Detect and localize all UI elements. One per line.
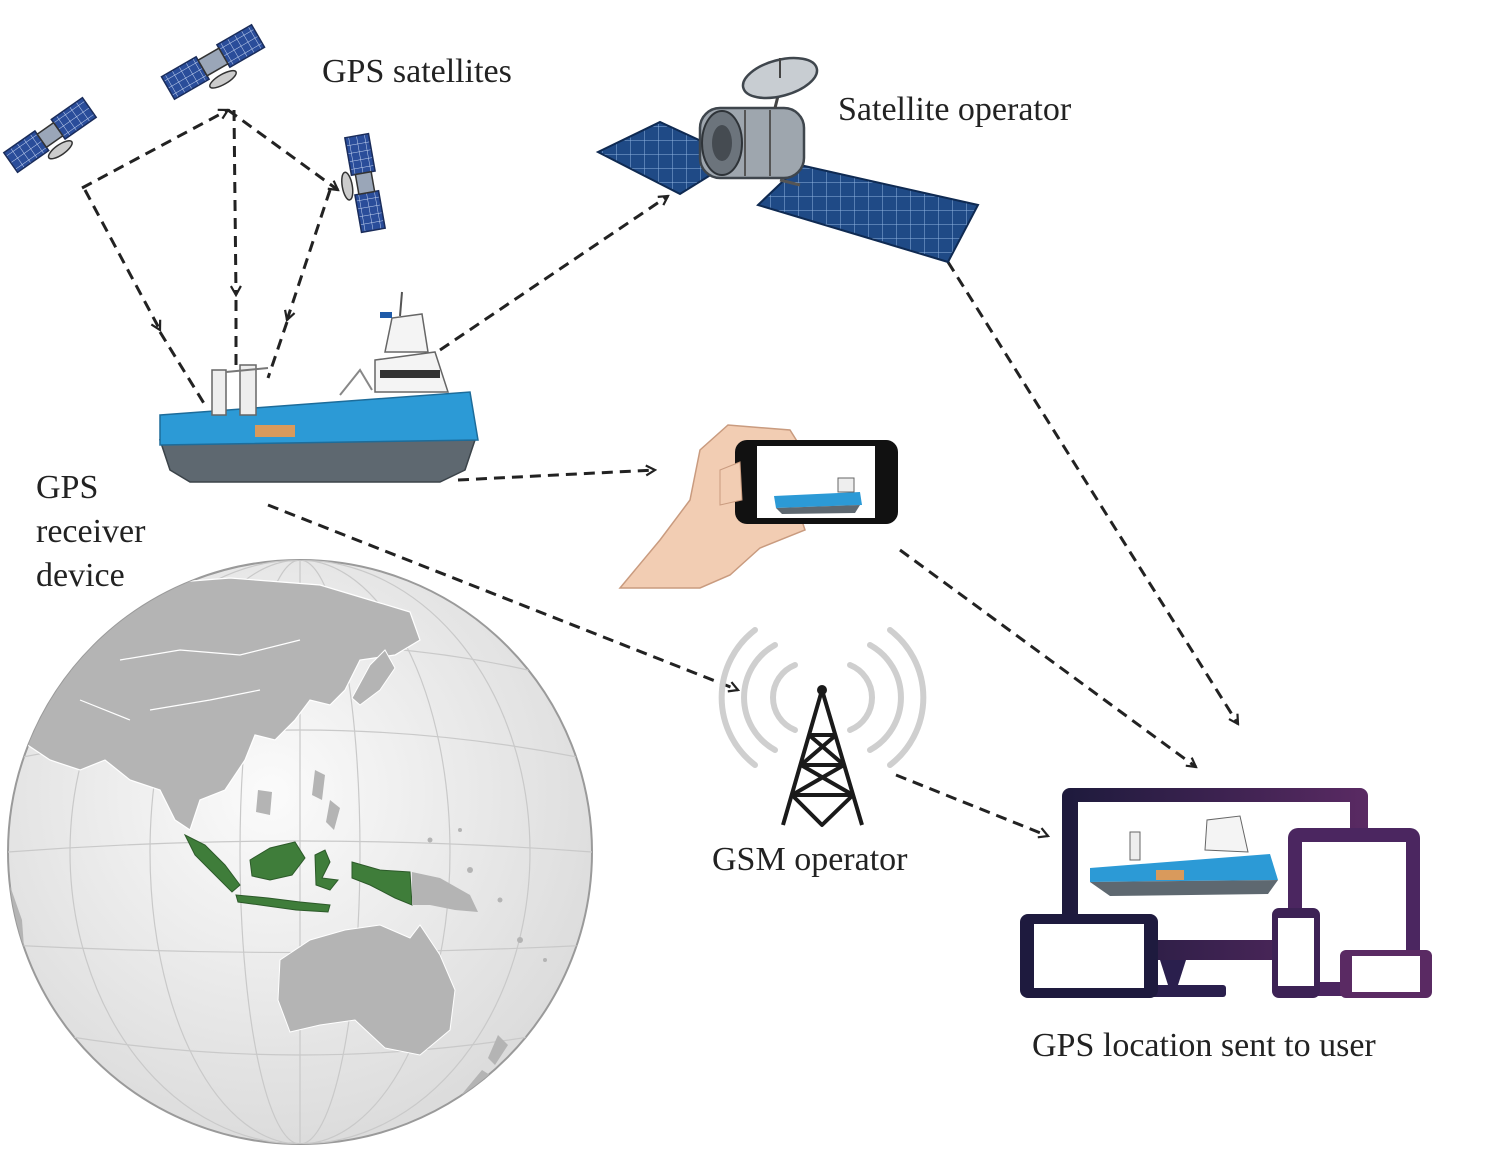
arrow-sat1-ship-cont xyxy=(158,331,207,406)
arrow-sat-link-1 xyxy=(81,108,228,190)
arrow-sat3-ship-cont xyxy=(266,321,289,379)
arrow-sat-link-2 xyxy=(227,108,338,190)
cell-tower-icon xyxy=(718,627,927,827)
label-gps-location-sent: GPS location sent to user xyxy=(1032,1027,1376,1064)
label-gps-receiver-line-3: device xyxy=(36,557,125,594)
satellite-icon xyxy=(341,132,387,234)
label-gps-receiver-device: GPS receiver device xyxy=(36,466,186,598)
label-gps-receiver-line-2: receiver xyxy=(36,513,146,550)
label-gps-satellites: GPS satellites xyxy=(322,53,512,90)
satellite-icon xyxy=(160,23,266,101)
label-satellite-operator: Satellite operator xyxy=(838,91,1072,128)
arrow-sat1-ship xyxy=(83,189,162,330)
arrow-gsm-devices xyxy=(895,773,1048,836)
satellite-icon xyxy=(2,96,98,174)
communication-satellite-icon xyxy=(595,56,980,264)
arrow-satop-devices xyxy=(946,261,1240,724)
multi-device-icon xyxy=(1020,788,1432,998)
arrow-ship-phone xyxy=(457,470,655,482)
highlighted-region xyxy=(183,833,413,913)
arrow-ship-satop xyxy=(439,196,668,352)
label-gsm-operator: GSM operator xyxy=(712,841,908,878)
globe-icon xyxy=(7,559,593,1145)
hand-smartphone-icon xyxy=(618,424,898,589)
ship-icon xyxy=(158,291,479,483)
arrow-sat2-ship xyxy=(234,109,236,295)
signal-arrows xyxy=(81,108,1240,836)
arrow-sat3-ship xyxy=(287,189,332,320)
arrow-phone-devices xyxy=(899,548,1196,767)
arrow-ship-gsm xyxy=(267,503,738,690)
label-gps-receiver-line-1: GPS xyxy=(36,469,99,506)
